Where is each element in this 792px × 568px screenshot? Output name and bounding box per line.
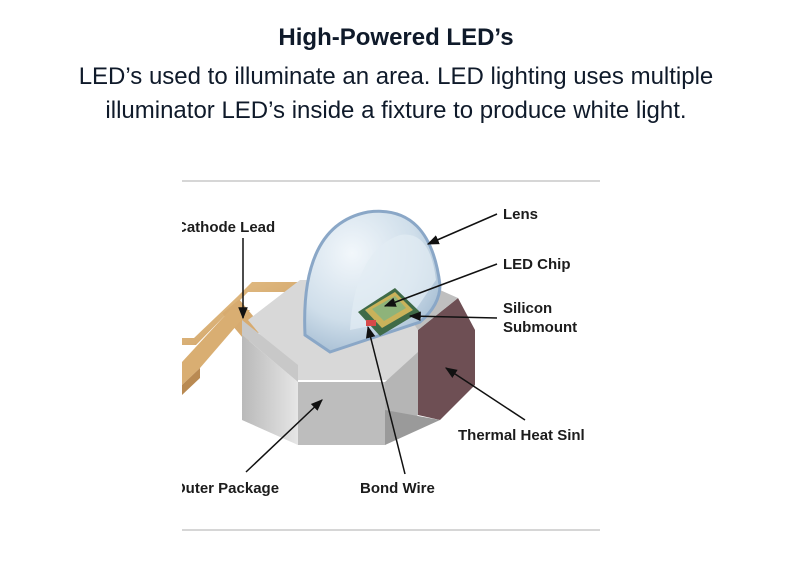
- lens-leader: [426, 213, 498, 245]
- slide-description: LED’s used to illuminate an area. LED li…: [78, 63, 714, 124]
- bond-wire-leader: [365, 325, 406, 475]
- label-silicon: Silicon: [503, 300, 552, 317]
- label-thermal-heat-sink: Thermal Heat Sinl: [458, 427, 585, 444]
- heat-sink-leader: [444, 367, 526, 421]
- outer-package-leader: [245, 399, 323, 473]
- heat-sink-shape: [385, 290, 475, 445]
- label-submount: Submount: [503, 319, 577, 336]
- label-bond-wire: Bond Wire: [360, 480, 435, 497]
- silicon-submount-leader: [408, 311, 498, 322]
- led-chip-leader: [383, 263, 498, 307]
- led-chip-shape: [358, 288, 420, 336]
- label-led-chip: LED Chip: [503, 256, 571, 273]
- label-outer-package: Outer Package: [174, 480, 279, 497]
- label-cathode-lead: Cathode Lead: [176, 219, 275, 236]
- slide-title: High-Powered LED’s: [278, 24, 514, 51]
- label-lens: Lens: [503, 206, 538, 223]
